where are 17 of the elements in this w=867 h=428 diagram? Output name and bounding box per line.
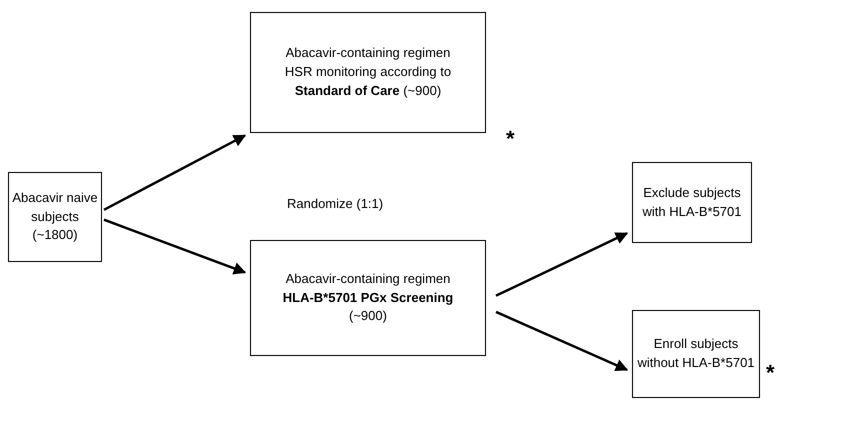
footnote-mark: * <box>766 362 775 384</box>
annotation-text: Randomize (1:1) <box>287 196 384 211</box>
arrow <box>496 310 628 371</box>
box-text: Enroll subjects without HLA-B*5701 <box>636 335 756 372</box>
box-text: Abacavir naive subjects (~1800) <box>11 188 99 244</box>
box-text: Abacavir-containing regimen HLA-B*5701 PGx Screening (~900) <box>282 270 454 326</box>
process-box <box>250 240 486 356</box>
process-box <box>8 172 102 262</box>
arrow <box>495 232 628 297</box>
footnote-mark: * <box>506 128 515 150</box>
process-box <box>632 310 760 398</box>
arrow <box>103 134 246 211</box>
process-box <box>632 162 752 243</box>
arrow <box>104 218 246 274</box>
process-box <box>250 12 486 133</box>
box-text: Abacavir-containing regimen HSR monitoring according to Standard of Care (~900) <box>284 44 452 100</box>
box-text: Exclude subjects with HLA-B*5701 <box>642 184 742 220</box>
